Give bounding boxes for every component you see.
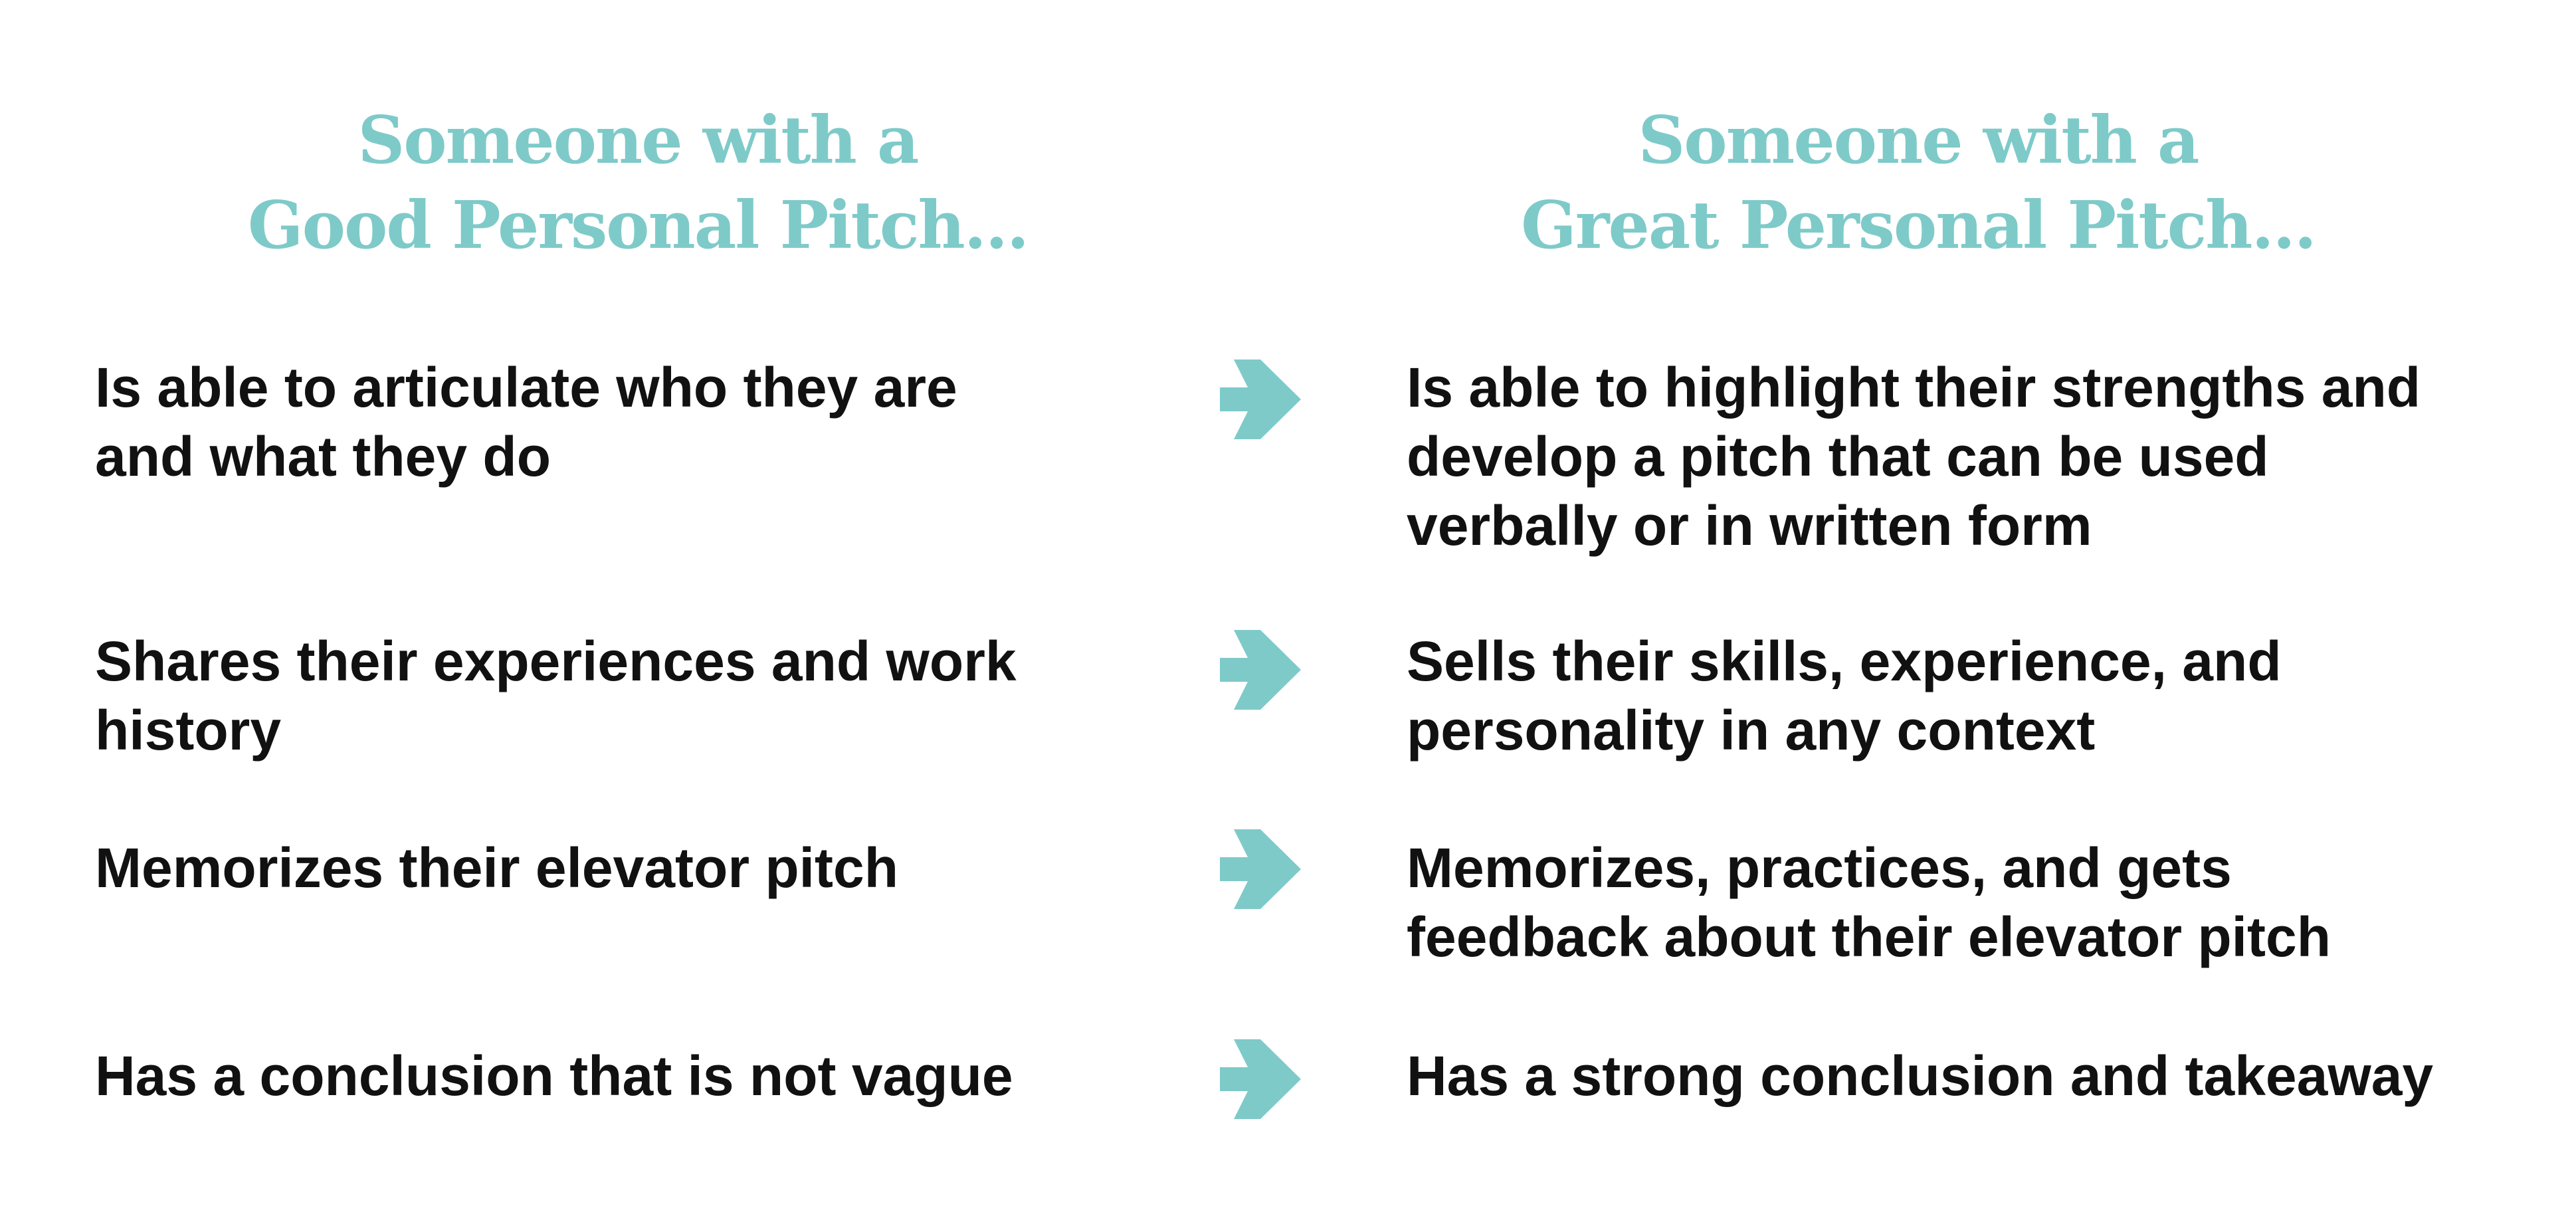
great-pitch-item-4-line-1: Has a strong conclusion and takeaway: [1407, 1045, 2434, 1107]
great-pitch-item-1-line-1: Is able to highlight their strengths and: [1407, 356, 2421, 419]
good-pitch-item-4-line-1: Has a conclusion that is not vague: [95, 1045, 1013, 1107]
good-pitch-item-1-line-2: and what they do: [95, 425, 551, 488]
good-pitch-heading-line-1: Someone with a: [357, 102, 920, 179]
arrow-right-icon: [1220, 1039, 1301, 1119]
good-pitch-item-2-line-1: Shares their experiences and work: [95, 630, 1017, 692]
good-pitch-item-4: Has a conclusion that is not vague: [95, 1041, 1013, 1110]
arrow-right-icon: [1220, 630, 1301, 710]
good-pitch-item-1: Is able to articulate who they are and w…: [95, 353, 957, 491]
arrow-right-icon: [1220, 359, 1301, 439]
good-pitch-item-1-line-1: Is able to articulate who they are: [95, 356, 957, 419]
great-pitch-heading-line-1: Someone with a: [1638, 102, 2200, 179]
great-pitch-heading-line-2: Great Personal Pitch...: [1521, 187, 2317, 264]
arrow-right-icon: [1220, 829, 1301, 909]
great-pitch-item-2-line-1: Sells their skills, experience, and: [1407, 630, 2282, 692]
great-pitch-item-1: Is able to highlight their strengths and…: [1407, 353, 2421, 560]
good-pitch-heading: Someone with a Good Personal Pitch...: [206, 98, 1070, 268]
great-pitch-item-2: Sells their skills, experience, and pers…: [1407, 627, 2282, 765]
great-pitch-item-1-line-3: verbally or in written form: [1407, 494, 2092, 557]
great-pitch-item-2-line-2: personality in any context: [1407, 699, 2096, 762]
great-pitch-item-4: Has a strong conclusion and takeaway: [1407, 1041, 2433, 1110]
good-pitch-item-3-line-1: Memorizes their elevator pitch: [95, 837, 899, 899]
great-pitch-item-3: Memorizes, practices, and gets feedback …: [1407, 833, 2331, 972]
good-pitch-item-2: Shares their experiences and work histor…: [95, 627, 1017, 765]
great-pitch-item-3-line-1: Memorizes, practices, and gets: [1407, 837, 2232, 899]
good-pitch-heading-line-2: Good Personal Pitch...: [247, 187, 1029, 264]
great-pitch-item-3-line-2: feedback about their elevator pitch: [1407, 906, 2331, 968]
great-pitch-heading: Someone with a Great Personal Pitch...: [1486, 98, 2350, 268]
great-pitch-item-1-line-2: develop a pitch that can be used: [1407, 425, 2269, 488]
good-pitch-item-3: Memorizes their elevator pitch: [95, 833, 898, 902]
good-pitch-item-2-line-2: history: [95, 699, 282, 762]
